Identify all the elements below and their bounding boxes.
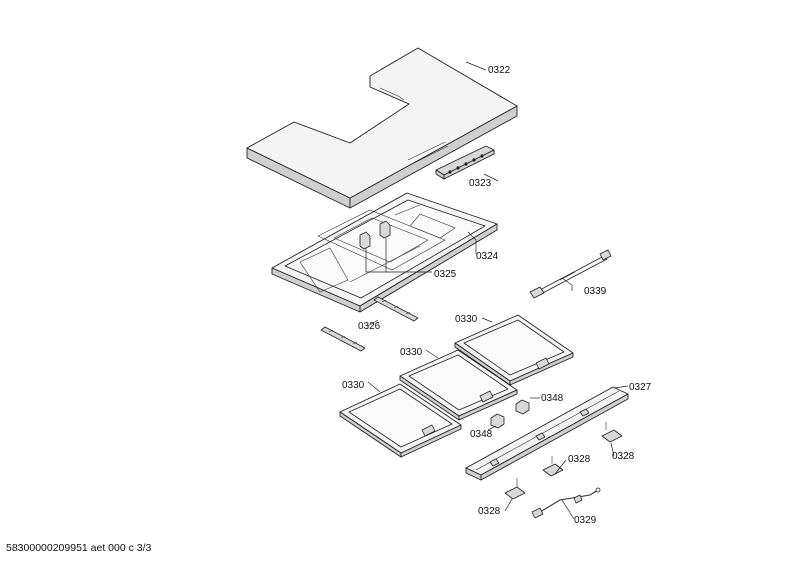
callout-0326: 0326: [358, 321, 381, 332]
callout-0325: 0325: [434, 269, 457, 280]
part-0330-filter-bottom: [339, 383, 462, 458]
callout-0348: 0348: [541, 393, 564, 404]
callout-0328: 0328: [478, 506, 501, 517]
part-0330-filter-top: [454, 314, 574, 386]
callout-0323: 0323: [469, 178, 492, 189]
part-0322-cover-panel: [246, 47, 518, 209]
callout-0330: 0330: [342, 380, 365, 391]
part-0339-rod-assembly: [529, 249, 612, 299]
part-0324-hood-body: [271, 192, 498, 313]
document-id: 58300000209951 aet 000 c 3/3: [6, 542, 152, 554]
callout-0322: 0322: [488, 65, 511, 76]
callout-0324: 0324: [476, 251, 499, 262]
callout-0327: 0327: [629, 382, 652, 393]
callout-0348: 0348: [470, 429, 493, 440]
callout-0328: 0328: [612, 451, 635, 462]
callout-0328: 0328: [568, 454, 591, 465]
part-0348-knobs: [490, 399, 530, 429]
part-0328-connectors: [504, 422, 623, 500]
part-0323-control-module: [435, 145, 495, 180]
callout-labels: 0322 0323 0324 0325 0326 0327 0328 0328 …: [342, 65, 652, 526]
callout-0330: 0330: [455, 314, 478, 325]
part-0329-wire-harness: [531, 487, 601, 519]
leader-lines: [365, 61, 629, 520]
part-0326-rails: [320, 296, 419, 352]
part-0327-light-strip: [465, 386, 629, 481]
callout-0339: 0339: [584, 286, 607, 297]
part-0330-filter-middle: [399, 349, 518, 421]
callout-0329: 0329: [574, 515, 597, 526]
part-0325-brackets: [359, 220, 391, 250]
callout-0330: 0330: [400, 347, 423, 358]
